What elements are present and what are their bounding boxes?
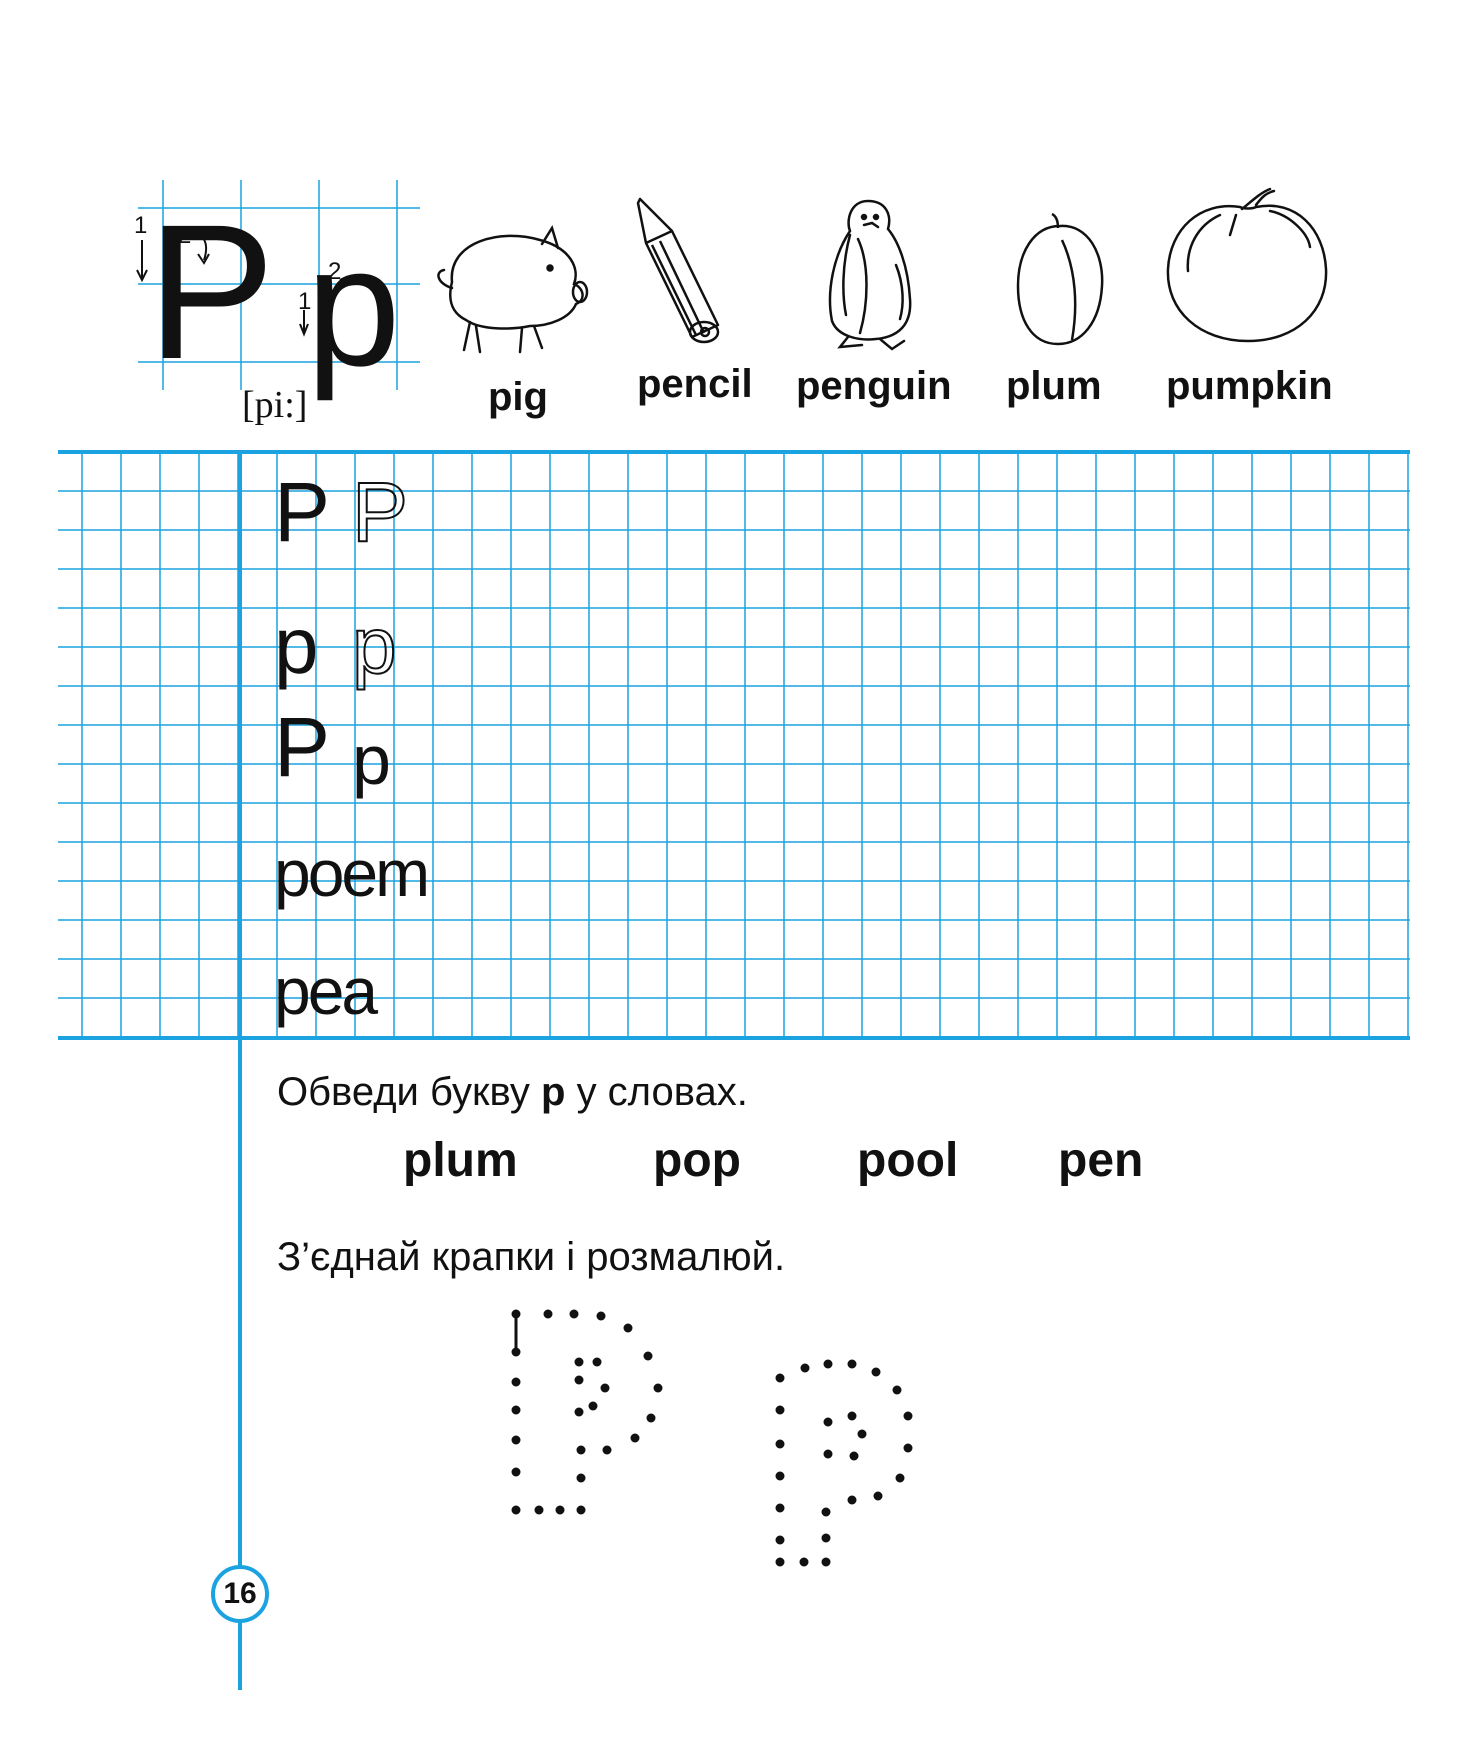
circle-word-pen[interactable]: pen [1058,1134,1144,1187]
practice-capital-p: P [274,465,331,559]
picture-label-pencil: pencil [637,362,753,406]
capital-stroke-number-2: 2 [178,222,192,249]
small-stroke-number-1: 1 [298,288,312,315]
practice-pair-capital-p: P [274,700,331,794]
picture-label-pumpkin: pumpkin [1166,364,1333,408]
circle-word-pop[interactable]: pop [653,1134,741,1187]
picture-label-penguin: penguin [796,364,952,408]
practice-pair-small-p: p [352,721,391,799]
capital-letter-model: P [147,184,276,399]
small-letter-model: p [306,212,401,402]
practice-word-pea: pea [274,954,378,1028]
trace-small-p[interactable]: p [351,601,397,690]
task-connect-dots-instruction: З’єднай крапки і розмалюй. [277,1235,786,1279]
small-stroke-number-2: 2 [328,258,342,285]
instruction-text-start: Обведи букву [277,1070,542,1114]
pig-icon [437,224,589,354]
picture-label-pig: pig [488,375,548,419]
dot-to-dot-capital-p[interactable] [495,1300,695,1530]
letter-writing-grid [138,180,420,390]
task-trace-instruction: Обведи букву p у словах. [277,1070,748,1115]
penguin-icon [828,199,912,351]
circle-word-plum[interactable]: plum [403,1134,518,1187]
practice-word-poem: poem [274,836,430,910]
pencil-icon [636,197,720,344]
transcription: [pi:] [242,384,308,426]
trace-capital-p[interactable]: P [351,465,409,559]
circle-word-pool[interactable]: pool [857,1134,959,1187]
capital-stroke-number-1: 1 [134,212,148,239]
plum-icon [1016,212,1104,346]
pumpkin-icon [1166,187,1328,343]
instruction-text-end: у словах. [565,1070,748,1114]
practice-small-p: p [274,601,319,690]
dot-to-dot-small-p[interactable] [760,1350,960,1580]
picture-label-plum: plum [1006,364,1102,408]
instruction-bold-letter: p [541,1070,566,1114]
page-number: 16 [211,1565,269,1623]
stroke-arrows [136,229,378,337]
